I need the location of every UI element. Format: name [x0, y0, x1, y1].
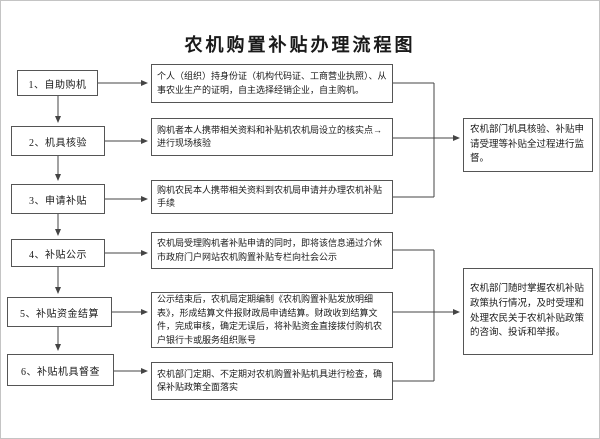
desc-box-4: 农机局受理购机者补贴申请的同时，即将该信息通过介休市政府门户网站农机购置补贴专栏… — [151, 232, 393, 269]
desc-box-6: 农机部门定期、不定期对农机购置补贴机具进行检查，确保补贴政策全面落实 — [151, 362, 393, 400]
desc-box-2: 购机者本人携带相关资料和补贴机农机局设立的核实点→进行现场核验 — [151, 118, 393, 156]
side-note-supervision: 农机部门机具核验、补贴申请受理等补贴全过程进行监督。 — [463, 118, 593, 172]
step-box-5: 5、补贴资金结算 — [7, 297, 112, 327]
step-box-4: 4、补贴公示 — [11, 239, 105, 267]
flowchart-title: 农机购置补贴办理流程图 — [184, 35, 416, 55]
side-note-complaints: 农机部门随时掌握农机补贴政策执行情况，及时受理和处理农民关于农机补贴政策的咨询、… — [463, 268, 593, 355]
desc-box-3: 购机农民本人携带相关资料到农机局申请并办理农机补贴手续 — [151, 180, 393, 214]
step-box-6: 6、补贴机具督查 — [7, 354, 114, 386]
desc-box-5: 公示结束后，农机局定期编制《农机购置补贴发放明细表》，形成结算文件报财政局申请结… — [151, 292, 393, 348]
step-box-3: 3、申请补贴 — [11, 184, 105, 214]
step-box-1: 1、自助购机 — [17, 70, 98, 96]
step-box-2: 2、机具核验 — [11, 126, 105, 156]
desc-box-1: 个人（组织）持身份证（机构代码证、工商营业执照）、从事农业生产的证明，自主选择经… — [151, 64, 393, 103]
